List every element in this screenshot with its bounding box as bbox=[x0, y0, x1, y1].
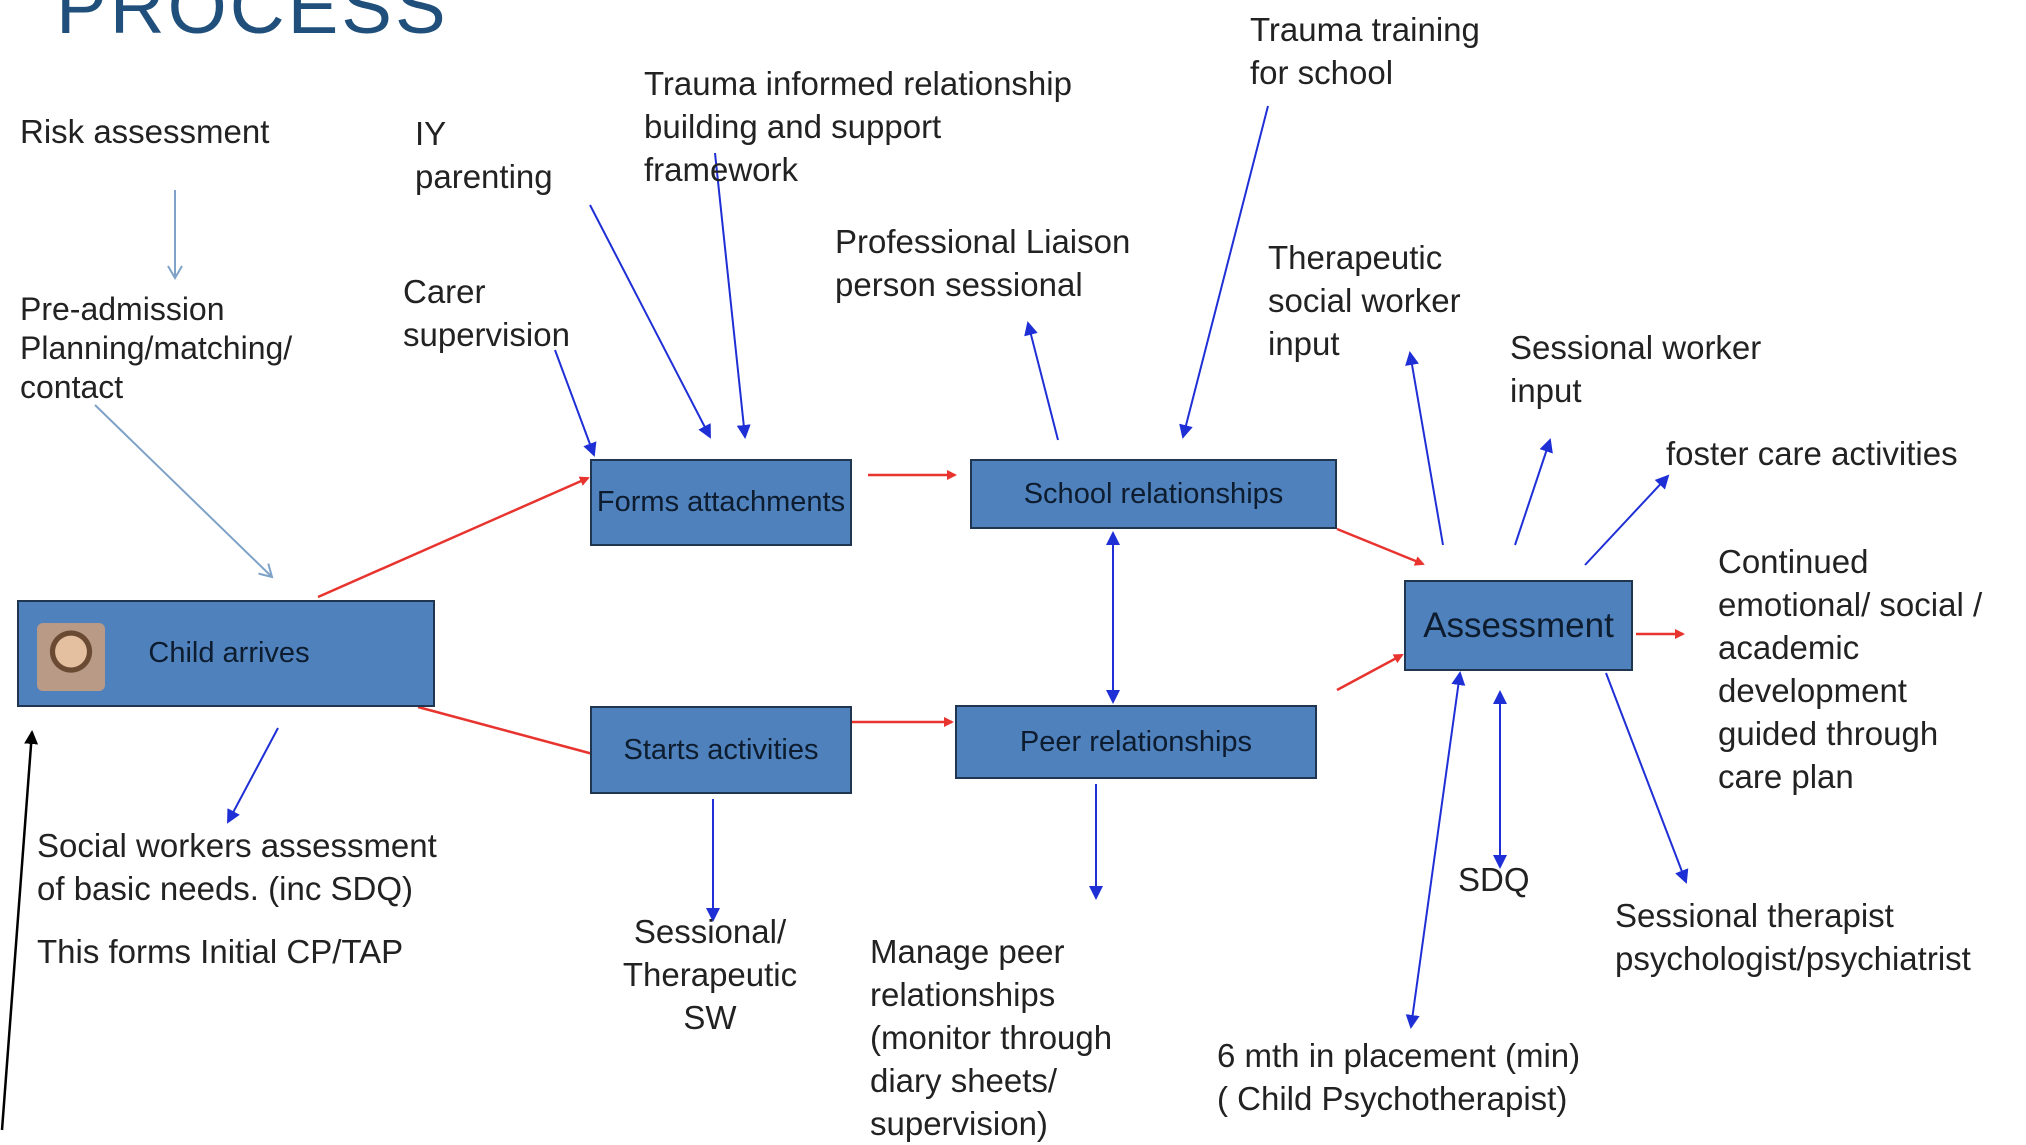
assessment-to-therapist-arrow bbox=[1605, 672, 1689, 884]
school-to-assessment-arrow bbox=[1336, 527, 1425, 566]
pre-admission-label: Pre-admission Planning/matching/ contact bbox=[20, 291, 293, 405]
assessment-label: Assessment bbox=[1423, 605, 1614, 645]
trauma-framework-label: Trauma informed relationship building an… bbox=[644, 65, 1072, 188]
forms-attachments-label: Forms attachments bbox=[596, 486, 846, 518]
child-to-activities-arrow bbox=[417, 705, 606, 760]
risk-assessment-label: Risk assessment bbox=[20, 113, 270, 150]
sdq-label: SDQ bbox=[1458, 861, 1530, 898]
iy-parenting-arrow bbox=[589, 204, 711, 439]
forms-attachments-box: Forms attachments bbox=[590, 459, 852, 546]
six-month-placement-label: 6 mth in placement (min) ( Child Psychot… bbox=[1217, 1037, 1581, 1117]
iy-parenting-label: IY parenting bbox=[415, 115, 553, 195]
initial-cp-tap-label: This forms Initial CP/TAP bbox=[37, 933, 404, 970]
page-title: PROCESS bbox=[56, 0, 449, 50]
sessional-therapist-label: Sessional therapist psychologist/psychia… bbox=[1615, 897, 1971, 977]
social-workers-assessment-label: Social workers assessment of basic needs… bbox=[37, 827, 437, 907]
child-arrives-box: Child arrives bbox=[17, 600, 435, 707]
foster-care-activities-label: foster care activities bbox=[1666, 435, 1958, 472]
carer-supervision-label: Carer supervision bbox=[403, 273, 570, 353]
assessment-to-therapeutic-sw-arrow bbox=[1405, 351, 1444, 546]
continued-development-label: Continued emotional/ social / academic d… bbox=[1718, 543, 1983, 795]
peer-relationships-label: Peer relationships bbox=[1019, 725, 1253, 758]
child-photo-icon bbox=[37, 623, 105, 691]
professional-liaison-label: Professional Liaison person sessional bbox=[835, 223, 1131, 303]
school-relationships-box: School relationships bbox=[970, 459, 1337, 529]
trauma-training-label: Trauma training for school bbox=[1250, 11, 1480, 91]
child-arrives-label: Child arrives bbox=[148, 637, 310, 669]
carer-supervision-arrow bbox=[554, 349, 597, 457]
preadmission-to-child-arrow bbox=[94, 404, 274, 579]
assessment-to-sessional-worker-arrow bbox=[1514, 438, 1553, 546]
school-relationships-label: School relationships bbox=[1023, 477, 1284, 510]
assessment-box: Assessment bbox=[1404, 580, 1633, 671]
trauma-training-arrow bbox=[1179, 105, 1269, 439]
professional-liaison-arrow bbox=[1024, 321, 1059, 441]
starts-activities-label: Starts activities bbox=[623, 733, 819, 766]
child-to-attachments-arrow bbox=[317, 476, 590, 599]
sessional-therapeutic-sw-label: Sessional/ Therapeutic SW bbox=[622, 913, 798, 1036]
starts-activities-box: Starts activities bbox=[590, 706, 852, 794]
manage-peer-relationships-label: Manage peer relationships (monitor throu… bbox=[870, 933, 1113, 1142]
assessment-placement-link-arrow bbox=[1405, 671, 1466, 1029]
peer-to-assessment-arrow bbox=[1336, 653, 1404, 692]
child-arrives-black-arrow bbox=[0, 730, 39, 1131]
child-to-sw-assessment-arrow bbox=[227, 727, 279, 824]
sessional-worker-input-label: Sessional worker input bbox=[1510, 329, 1762, 409]
peer-relationships-box: Peer relationships bbox=[955, 705, 1317, 779]
trauma-framework-arrow bbox=[714, 152, 751, 439]
therapeutic-sw-input-label: Therapeutic social worker input bbox=[1268, 239, 1461, 362]
assessment-to-foster-care-arrow bbox=[1584, 474, 1670, 566]
